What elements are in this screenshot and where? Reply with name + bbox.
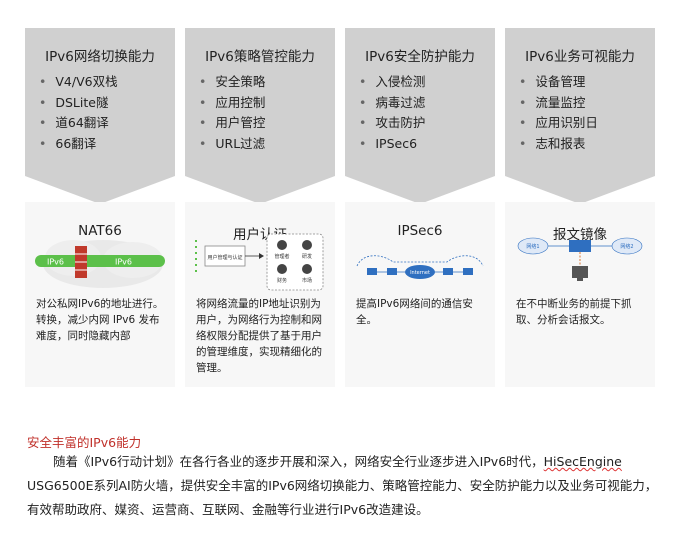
firewall-icon: [569, 240, 591, 252]
internet-cloud-icon: [405, 265, 435, 279]
router-icon: [443, 268, 453, 275]
card-ipv6-switch: IPv6网络切换能力 V4/V6双栈 DSLite隧 道64翻译 66翻译 NA…: [25, 28, 175, 387]
card-title: IPv6策略管控能力: [205, 49, 315, 65]
list-item: IPSec6: [359, 134, 425, 155]
section-title: 安全丰富的IPv6能力: [27, 435, 142, 450]
list-item: 66翻译: [39, 134, 118, 155]
list-item: 道64翻译: [39, 113, 118, 134]
paragraph-text: USG6500E系列AI防火墙，提供安全丰富的IPv6网络切换能力、策略管控能力…: [27, 478, 658, 517]
network-label: 网络1: [526, 243, 539, 250]
list-item: 应用识别日: [519, 113, 598, 134]
internet-label: Internet: [410, 270, 430, 276]
card-description: 在不中断业务的前提下抓取、分析会话报文。: [516, 298, 632, 326]
list-item: 志和报表: [519, 134, 598, 155]
body-paragraph: 随着《IPv6行动计划》在各行各业的逐步开展和深入，网络安全行业逐步进入IPv6…: [27, 450, 663, 522]
mirror-illustration: 网络1 网络2: [517, 237, 643, 281]
product-name: HiSecEngine: [543, 454, 622, 469]
card-description: 提高IPv6网络间的通信安全。: [356, 298, 473, 326]
list-item: 攻击防护: [359, 113, 425, 134]
card-subtitle: 报文镜像: [553, 227, 607, 243]
list-item: URL过滤: [199, 134, 265, 155]
ipv6-right-label: IPv6: [115, 258, 132, 267]
card-description: 将网络流量的IP地址识别为用户，为网络行为控制和网络权限分配提供了基于用户的管理…: [196, 298, 322, 374]
arrow-icon: [259, 253, 264, 259]
role-label: 市场: [302, 277, 312, 284]
feature-list: V4/V6双栈 DSLite隧 道64翻译 66翻译: [39, 72, 118, 155]
auth-box-label: 用户管理与认证: [207, 254, 242, 261]
card-description: 对公私网IPv6的地址进行。转换，减少内网 IPv6 发布难度，同时隐藏内部: [36, 298, 164, 342]
ipv6-left-label: IPv6: [47, 258, 64, 267]
ipsec-illustration: Internet: [356, 255, 484, 279]
card-title: IPv6安全防护能力: [365, 49, 475, 65]
user-auth-illustration: 用户管理与认证 管理者 研发 财务 市场: [195, 233, 324, 291]
user-icon: [277, 264, 287, 274]
list-item: 用户管控: [199, 113, 265, 134]
router-icon: [367, 268, 377, 275]
list-item: 流量监控: [519, 93, 598, 114]
list-item: 设备管理: [519, 72, 598, 93]
card-body: [25, 202, 175, 387]
network-label: 网络2: [620, 243, 633, 250]
user-icon: [302, 240, 312, 250]
card-ipv6-policy: IPv6策略管控能力 安全策略 应用控制 用户管控 URL过滤 用户认证 用户管…: [185, 28, 335, 387]
card-ipv6-visibility: IPv6业务可视能力 设备管理 流量监控 应用识别日 志和报表 报文镜像 网络1…: [505, 28, 655, 387]
card-body: [345, 202, 495, 387]
list-item: 入侵检测: [359, 72, 425, 93]
list-item: 应用控制: [199, 93, 265, 114]
card-title: IPv6业务可视能力: [525, 49, 635, 65]
role-label: 研发: [302, 253, 312, 260]
router-icon: [387, 268, 397, 275]
roles-box: [266, 233, 324, 291]
list-item: V4/V6双栈: [39, 72, 117, 93]
card-body: [505, 202, 655, 387]
card-title: IPv6网络切换能力: [45, 49, 155, 65]
feature-list: 入侵检测 病毒过滤 攻击防护 IPSec6: [359, 72, 425, 154]
nat66-illustration: IPv6 IPv6: [35, 240, 165, 288]
feature-list: 设备管理 流量监控 应用识别日 志和报表: [519, 72, 598, 154]
paragraph-text: 随着《IPv6行动计划》在各行各业的逐步开展和深入，网络安全行业逐步进入IPv6…: [53, 454, 544, 469]
card-subtitle: IPSec6: [397, 223, 443, 239]
user-icon: [277, 240, 287, 250]
role-label: 管理者: [274, 253, 289, 260]
card-body: [185, 202, 335, 387]
list-item: 安全策略: [199, 72, 265, 93]
router-icon: [463, 268, 473, 275]
computer-icon: [572, 266, 588, 278]
card-ipv6-protection: IPv6安全防护能力 入侵检测 病毒过滤 攻击防护 IPSec6 IPSec6 …: [345, 28, 495, 387]
feature-list: 安全策略 应用控制 用户管控 URL过滤: [199, 72, 265, 154]
user-icon: [302, 264, 312, 274]
ipv6-pipe: [35, 255, 165, 267]
list-item: DSLite隧: [39, 93, 118, 114]
list-item: 病毒过滤: [359, 93, 425, 114]
card-subtitle: NAT66: [78, 223, 122, 239]
role-label: 财务: [277, 277, 287, 284]
